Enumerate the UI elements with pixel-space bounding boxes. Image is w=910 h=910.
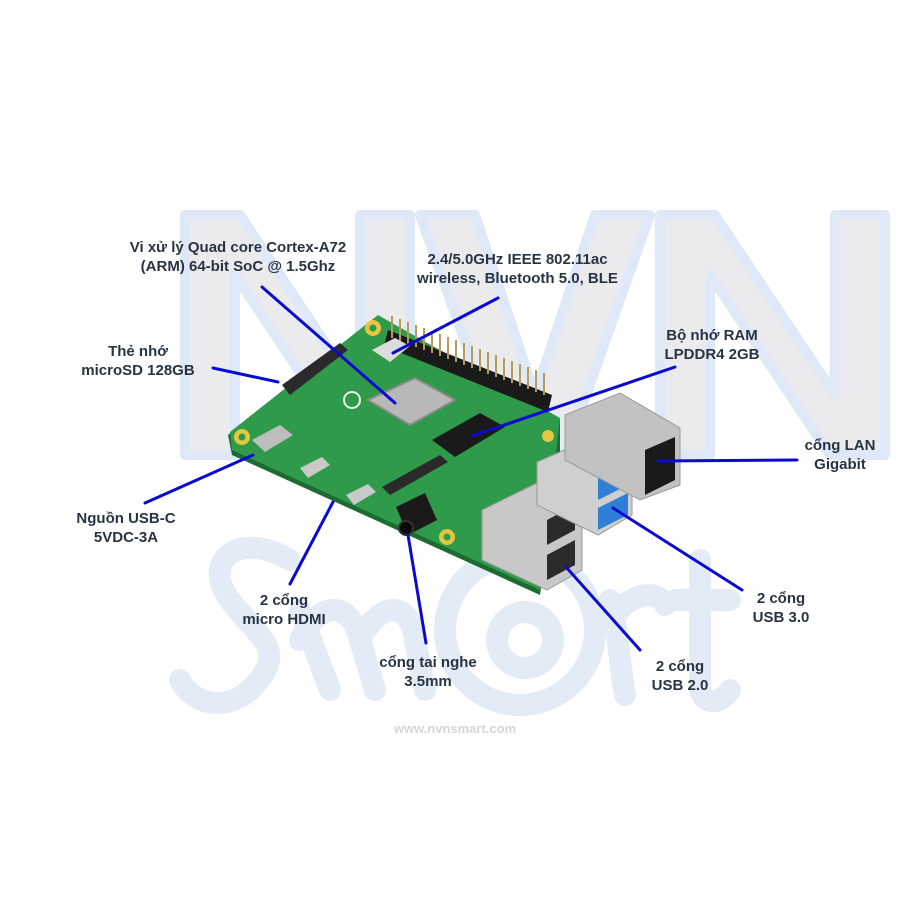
callout-ram-line-2: LPDDR4 2GB <box>664 346 760 363</box>
leader-power <box>143 453 255 505</box>
callout-lan-line-1: cổng LAN <box>804 437 876 454</box>
callout-audio: cổng tai nghe 3.5mm <box>365 653 491 691</box>
leader-usb3 <box>611 506 744 592</box>
callout-usb2: 2 cổng USB 2.0 <box>635 657 725 695</box>
callout-audio-line-2: 3.5mm <box>404 673 452 690</box>
callout-wireless-line-2: wireless, Bluetooth 5.0, BLE <box>417 270 618 287</box>
callout-microsd-line-2: microSD 128GB <box>81 362 195 379</box>
callout-usb3-line-2: USB 3.0 <box>752 609 810 626</box>
leader-wireless <box>391 296 500 355</box>
callout-cpu-line-1: Vi xử lý Quad core Cortex-A72 <box>129 239 347 256</box>
callout-cpu-line-2: (ARM) 64-bit SoC @ 1.5Ghz <box>140 258 336 275</box>
callout-microsd: Thẻ nhớ microSD 128GB <box>68 342 208 380</box>
callout-power-line-1: Nguồn USB-C <box>76 510 176 527</box>
callout-wireless: 2.4/5.0GHz IEEE 802.11ac wireless, Bluet… <box>405 250 630 288</box>
leader-lan <box>656 458 799 463</box>
callout-usb2-line-1: 2 cổng <box>655 658 705 675</box>
leader-audio <box>406 533 428 645</box>
callout-hdmi-line-1: 2 cổng <box>259 592 309 609</box>
ethernet-port <box>564 392 681 501</box>
leader-ram <box>470 365 677 438</box>
callout-cpu: Vi xử lý Quad core Cortex-A72 (ARM) 64-b… <box>118 238 358 276</box>
watermark-website: www.nvnsmart.com <box>393 721 517 736</box>
callout-power: Nguồn USB-C 5VDC-3A <box>66 509 186 547</box>
callout-lan-line-2: Gigabit <box>814 456 866 473</box>
leader-microsd <box>211 366 280 384</box>
callout-usb3: 2 cổng USB 3.0 <box>736 589 826 627</box>
callout-power-line-2: 5VDC-3A <box>93 529 159 546</box>
leader-usb2 <box>564 565 642 652</box>
gpio-header <box>384 316 552 412</box>
callout-usb2-line-2: USB 2.0 <box>651 677 709 694</box>
callout-ram: Bộ nhớ RAM LPDDR4 2GB <box>652 326 772 364</box>
callout-audio-line-1: cổng tai nghe <box>379 654 477 671</box>
raspberry-pi-board <box>228 315 681 595</box>
callout-wireless-line-1: 2.4/5.0GHz IEEE 802.11ac <box>427 251 608 268</box>
callout-hdmi-line-2: micro HDMI <box>242 611 326 628</box>
callout-usb3-line-1: 2 cổng <box>756 590 806 607</box>
callout-lan: cổng LAN Gigabit <box>792 436 888 474</box>
callout-microsd-line-1: Thẻ nhớ <box>108 343 168 360</box>
leader-lines <box>143 285 799 652</box>
callout-ram-line-1: Bộ nhớ RAM <box>666 327 758 344</box>
callout-hdmi: 2 cổng micro HDMI <box>228 591 340 629</box>
leader-hdmi <box>288 500 335 586</box>
leader-cpu <box>260 285 397 405</box>
watermark-smart <box>169 536 741 716</box>
